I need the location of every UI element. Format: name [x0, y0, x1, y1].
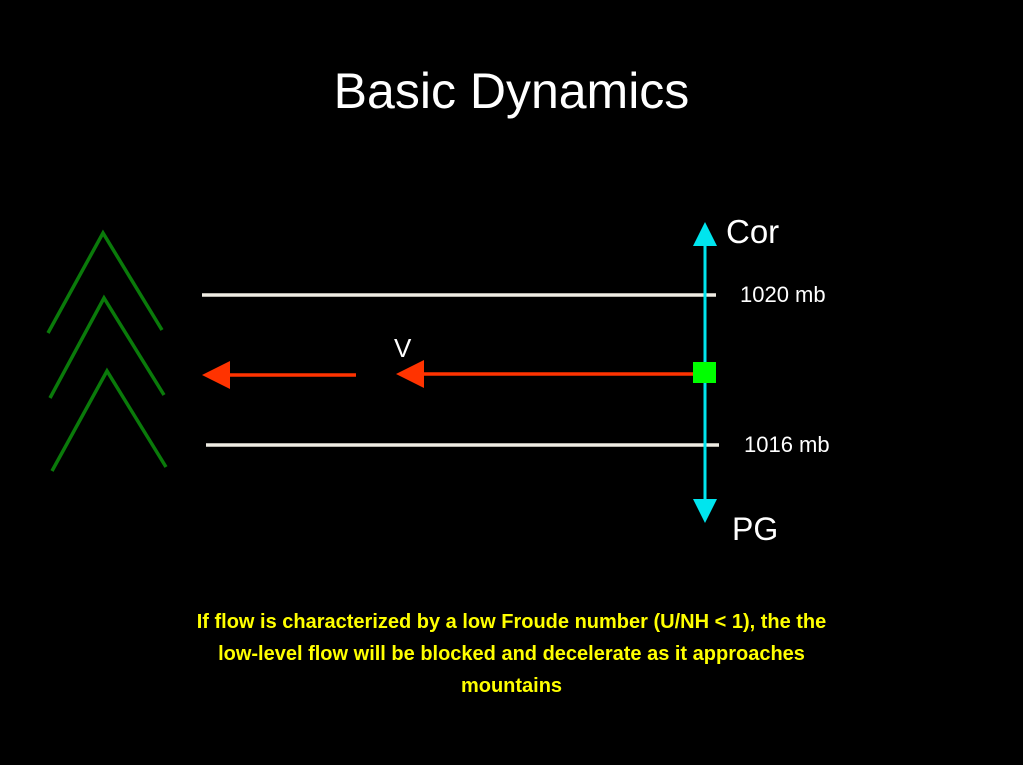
- mountain-chevron: [48, 294, 166, 399]
- velocity-label: V: [394, 333, 412, 363]
- mountain-chevron: [46, 229, 164, 334]
- pressure-gradient-label: PG: [732, 511, 778, 547]
- air-parcel: [693, 362, 716, 383]
- isobar-1020-label: 1020 mb: [740, 282, 826, 307]
- mountain-chevrons: [46, 229, 168, 472]
- caption: If flow is characterized by a low Froude…: [196, 611, 827, 697]
- mountain-chevron: [50, 367, 168, 472]
- slide-title: Basic Dynamics: [333, 63, 690, 119]
- coriolis-label: Cor: [726, 213, 779, 250]
- isobar-1016-label: 1016 mb: [744, 432, 830, 457]
